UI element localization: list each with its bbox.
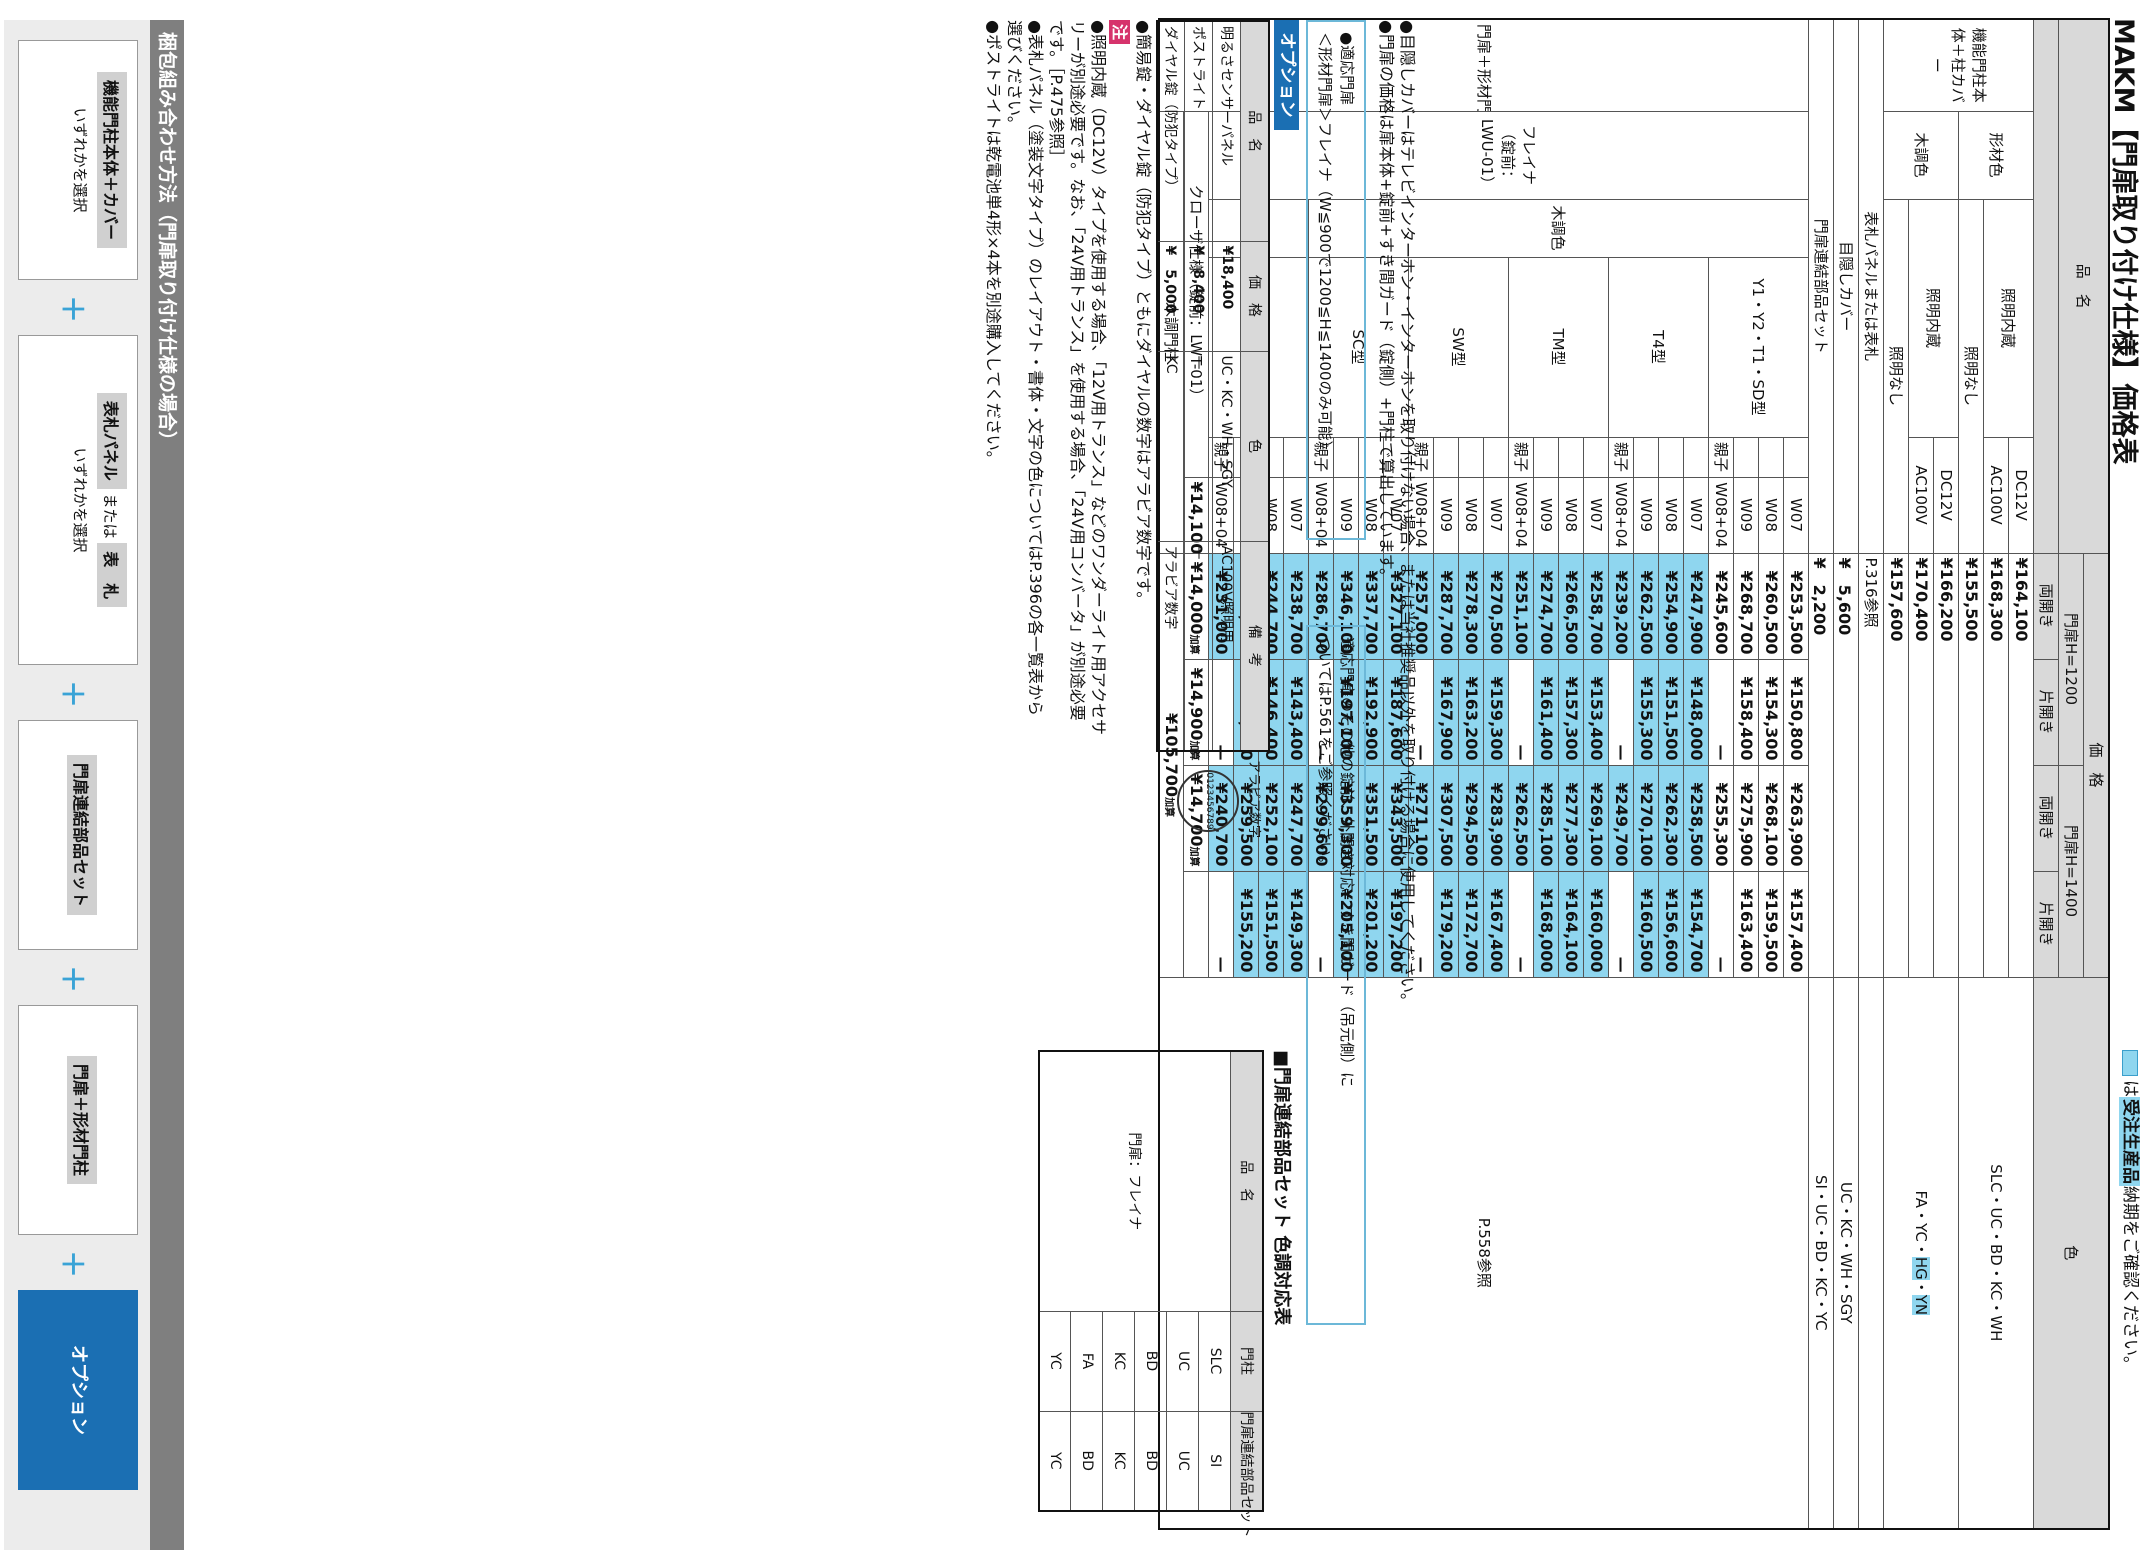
combo-title: 梱包組み合わせ方法（門扉取り付け仕様の場合） xyxy=(150,20,184,1550)
combo-box-gate: 門扉＋形材門柱 xyxy=(18,1005,138,1235)
option-badge: オプション xyxy=(1274,20,1299,130)
legend-swatch xyxy=(2122,1050,2138,1076)
dial-icon: 0123456789 xyxy=(1177,770,1239,832)
plus-icon: ＋ xyxy=(56,680,89,709)
combo-section: 梱包組み合わせ方法（門扉取り付け仕様の場合） 機能門柱本体＋カバーいずれかを選択… xyxy=(4,20,184,1550)
h-color: 色 xyxy=(2034,977,2109,1530)
plus-icon: ＋ xyxy=(56,965,89,994)
legend: は受注生産品納期をご確認ください。 xyxy=(2119,1050,2140,1373)
plus-icon: ＋ xyxy=(56,295,89,324)
legend-highlight: 受注生産品 xyxy=(2119,1097,2140,1186)
g-post: 機能門柱本体＋柱カバー xyxy=(1884,19,2034,111)
h-price: 価 格 xyxy=(2084,553,2109,978)
combo-box-option: オプション xyxy=(18,1290,138,1490)
combo-box-nameplate: 表札パネル または 表 札いずれかを選択 xyxy=(18,335,138,665)
dial-label: アラビア数字 xyxy=(1246,760,1261,839)
combo-box-post: 機能門柱本体＋カバーいずれかを選択 xyxy=(18,40,138,280)
combo-box-link: 門扉連結部品セット xyxy=(18,720,138,950)
caution: 注 ●照明内蔵（DC12V）タイプを使用する場合、「12V用トランス」などのワン… xyxy=(984,20,1130,735)
color-table-title: ■門扉連結部品セット 色調対応表 xyxy=(1271,1050,1292,1326)
gate-box: ●適応門扉 ＜形材門扉＞フレイナ（W≦900で1200≦H≦1400のみ可能） xyxy=(1306,20,1366,540)
h-name: 品 名 xyxy=(2059,19,2109,554)
plus-icon: ＋ xyxy=(56,1250,89,1279)
side-box: 適応門扉のその他の錠前、外開き対応、すき間ガード（吊元側）に ついてはP.561… xyxy=(1306,625,1366,1325)
option-note: ●簡易錠・ダイヤル錠（防犯タイプ）ともにダイヤルの数字はアラビア数字です。 xyxy=(1134,20,1153,608)
h-1200: 門扉H=1200 xyxy=(2059,553,2084,766)
h-1400: 門扉H=1400 xyxy=(2059,765,2084,978)
notes-top: ●目隠しカバーはテレビインターホン・インターホンを取り付けない場合、または当社推… xyxy=(1377,20,1417,1010)
page-title: MAKM【門扉取り付け仕様】価格表 xyxy=(2108,18,2139,465)
